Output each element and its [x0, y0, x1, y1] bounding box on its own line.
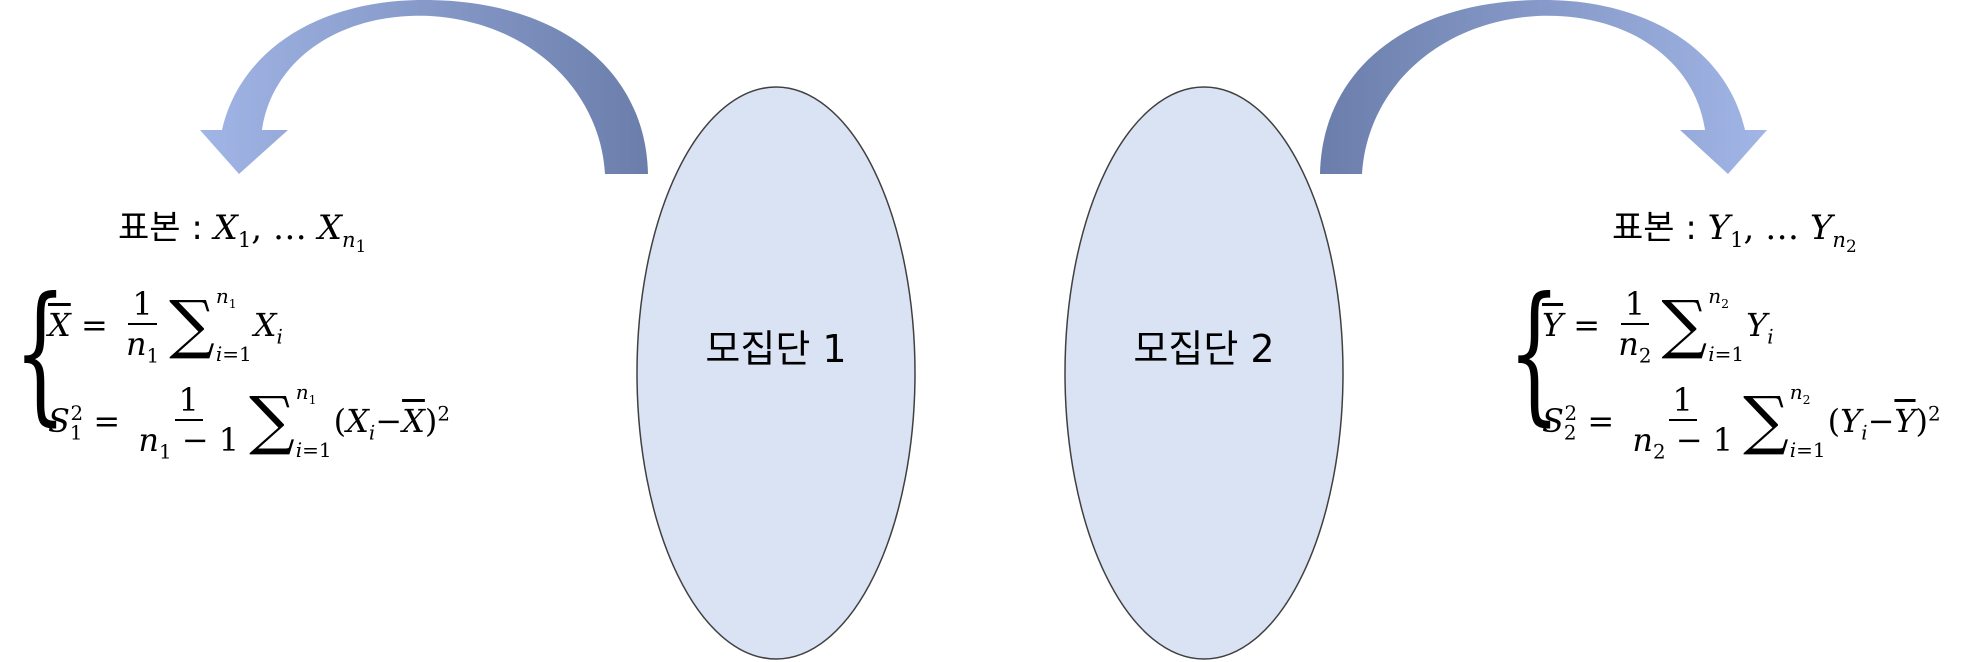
- left-brace: {: [14, 266, 67, 440]
- population-2-ellipse: [1064, 86, 1344, 660]
- population-2-label: 모집단 2: [1133, 327, 1274, 371]
- sample-2-line: 표본 : Y1, … Yn2: [1612, 200, 1857, 256]
- sample-1-prefix: 표본 :: [118, 208, 214, 248]
- population-1-ellipse: [636, 86, 916, 660]
- sample-1-line: 표본 : X1, … Xn1: [118, 200, 367, 256]
- curved-arrow-left-icon: [200, 0, 648, 174]
- population-1-label: 모집단 1: [705, 327, 846, 371]
- sample-2-prefix: 표본 :: [1612, 208, 1708, 248]
- sample-1-expression: X1, … Xn1: [213, 208, 367, 256]
- right-formula-brace: {: [1508, 266, 1561, 440]
- sample-2-expression: Y1, … Yn2: [1707, 208, 1857, 256]
- curved-arrow-right-icon: [1320, 0, 1767, 174]
